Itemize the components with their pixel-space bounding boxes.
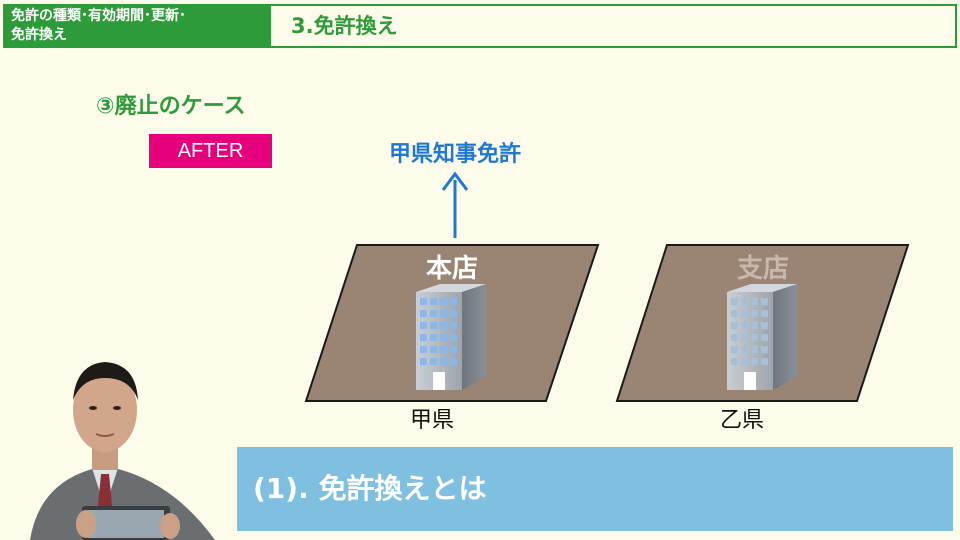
header-bar: 免許の種類･有効期間･更新･ 免許換え 3.免許換え xyxy=(3,4,957,48)
section-panel: (1). 免許換えとは xyxy=(237,447,953,531)
prefecture-label-main: 甲県 xyxy=(409,408,454,433)
case-subtitle: ③廃止のケース xyxy=(96,94,246,119)
section-panel-title: (1). 免許換えとは xyxy=(253,472,487,505)
page-title: 3.免許換え xyxy=(291,14,398,38)
arrow-up-icon xyxy=(441,171,469,238)
section-label-line1: 免許の種類･有効期間･更新･ xyxy=(11,8,186,24)
building-icon xyxy=(416,284,486,390)
section-label: 免許の種類･有効期間･更新･ 免許換え xyxy=(5,6,271,46)
office-label-main: 本店 xyxy=(425,254,478,284)
section-label-line2: 免許換え xyxy=(11,27,67,43)
license-label: 甲県知事免許 xyxy=(388,142,521,167)
office-label-branch: 支店 xyxy=(736,254,789,284)
building-icon xyxy=(727,284,797,390)
after-badge: AFTER xyxy=(149,134,272,168)
prefecture-label-branch: 乙県 xyxy=(719,408,764,433)
presenter-video xyxy=(30,362,215,540)
